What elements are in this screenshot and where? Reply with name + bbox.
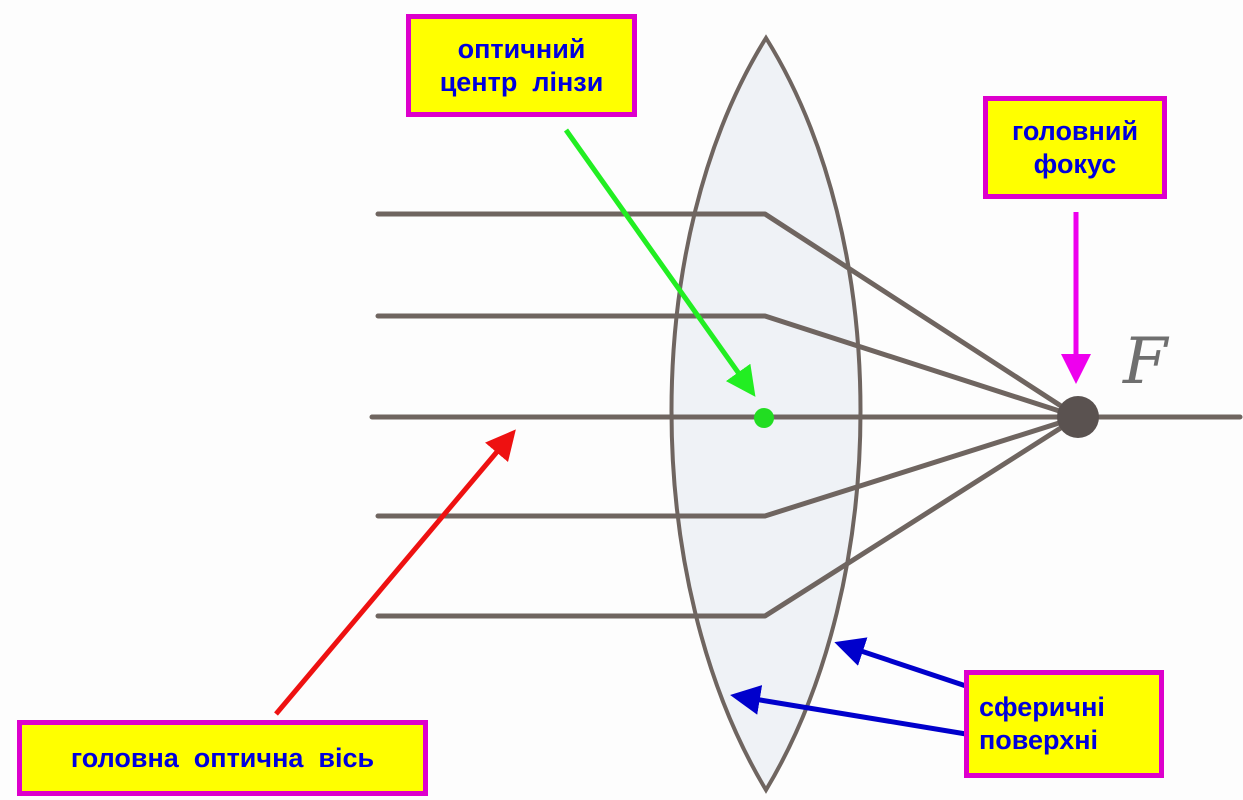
main-optical-axis-label-text: головна оптична вісь (70, 742, 375, 773)
main-focus-label-line-1: головний (1011, 115, 1139, 146)
optical-center-point (754, 408, 774, 428)
ray-4 (375, 414, 1081, 519)
red-arrow-icon (274, 429, 516, 716)
spherical-surfaces-label-line-1: сферичні (979, 692, 1105, 722)
ray-1 (375, 211, 1081, 420)
main-optical-axis-label: головна оптична вісь (17, 720, 428, 796)
optical-center-label-line-2: центр лінзи (439, 66, 604, 97)
main-focus-label-line-2: фокус (1033, 148, 1117, 179)
spherical-surfaces-label: сферичні поверхні (964, 670, 1164, 778)
optical-center-label: оптичний центр лінзи (406, 14, 637, 117)
main-focus-label: головний фокус (983, 96, 1167, 199)
green-arrow-icon (563, 128, 756, 397)
blue-arrow-icon (834, 637, 967, 689)
ray-2 (375, 313, 1081, 420)
spherical-surfaces-label-line-2: поверхні (979, 725, 1099, 755)
focus-point (1057, 396, 1099, 438)
focus-letter: F (1123, 325, 1168, 399)
ray-5 (375, 414, 1081, 619)
optical-center-label-line-1: оптичний (457, 33, 586, 64)
blue-arrow-icon (730, 685, 967, 737)
